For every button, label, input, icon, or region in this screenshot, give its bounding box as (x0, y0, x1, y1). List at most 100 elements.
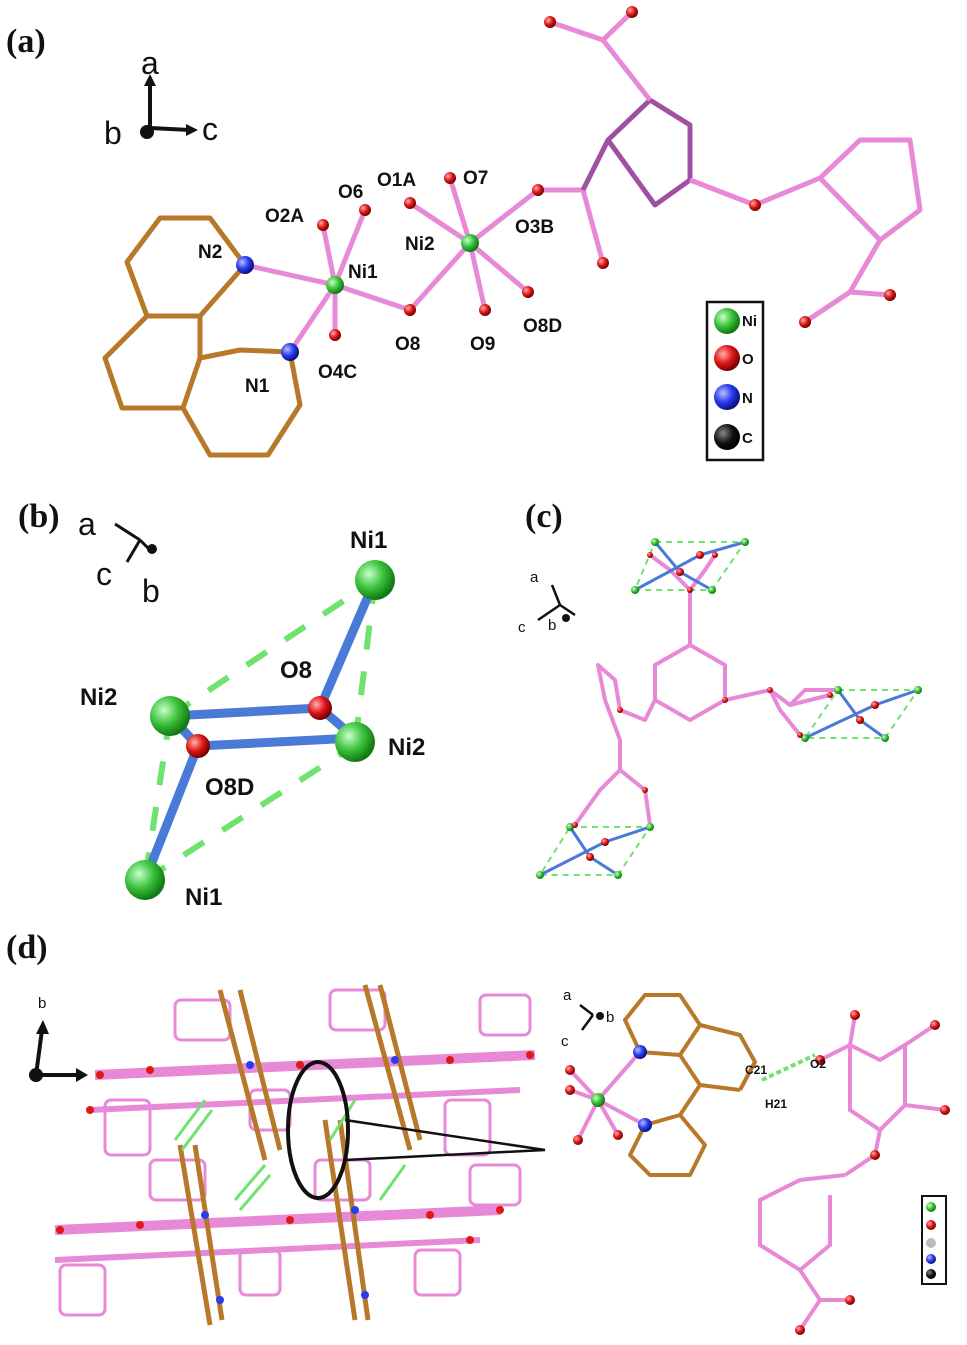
label-o2: O2 (810, 1057, 826, 1071)
b-axis-b-label: b (142, 573, 160, 609)
atom-n-zoom (638, 1118, 652, 1132)
atom-o8d (522, 286, 534, 298)
axis-c-label: c (202, 111, 218, 147)
atom-ni1 (326, 276, 344, 294)
legend-n: N (742, 390, 753, 407)
atom-o-carboxyl (597, 257, 609, 269)
atom-o7 (444, 172, 456, 184)
panel-c-ligand (573, 553, 840, 827)
label-o8d: O8D (205, 774, 254, 801)
atom-ni2-right (335, 722, 375, 762)
panel-b-atom-labels: Ni1 O8 Ni2 Ni2 O8D Ni1 (80, 527, 425, 911)
label-ni2: Ni2 (405, 234, 435, 255)
panel-a-label: (a) (6, 23, 46, 60)
ni2-coordination-bonds (408, 177, 540, 312)
panel-d: (d) b a (6, 929, 950, 1335)
atom-o2a (317, 219, 329, 231)
oxybisbenzoate-ligand (538, 10, 923, 325)
legend-ni: Ni (742, 313, 757, 330)
label-ni2-right: Ni2 (388, 734, 425, 761)
label-o2a: O2A (265, 206, 304, 227)
b-axis-c-label: c (96, 556, 112, 592)
label-o9: O9 (470, 334, 495, 355)
atom-n1 (281, 343, 299, 361)
zoom-fragment: C21 H21 O2 (565, 993, 950, 1335)
zoom-pointer (344, 1118, 546, 1162)
ni1-coordination-bonds (244, 209, 411, 354)
panel-a-atom-labels: N2 N1 Ni1 O2A O6 O1A O7 Ni2 O3B O8 O9 O8… (198, 168, 562, 397)
panel-b: (b) a c b (18, 498, 425, 911)
atom-o2 (815, 1055, 825, 1065)
label-h21: H21 (765, 1097, 787, 1111)
c-h-o-hydrogen-bond (761, 1053, 816, 1082)
ni-ni-dashed-contacts (142, 577, 378, 883)
atom-o-carboxyl (799, 316, 811, 328)
panel-a: (a) a b c (6, 6, 923, 462)
label-c21: C21 (745, 1063, 767, 1077)
label-o4c: O4C (318, 362, 357, 383)
atom-o8d (186, 734, 210, 758)
label-o1a: O1A (377, 170, 416, 191)
label-ni1-bottom: Ni1 (185, 884, 222, 911)
legend-c: C (742, 430, 753, 447)
d-axis-b-label: b (38, 995, 46, 1012)
c-axis-a-label: a (530, 569, 539, 586)
label-o8: O8 (280, 657, 312, 684)
atom-o-ether (749, 199, 761, 211)
c-axis-b-label: b (548, 617, 556, 634)
panel-d-label: (d) (6, 929, 48, 966)
panel-c-cluster-right (797, 686, 922, 742)
label-ni1: Ni1 (348, 262, 378, 283)
atom-o9 (479, 304, 491, 316)
b-axis-a-label: a (78, 506, 96, 542)
label-o8d: O8D (523, 316, 562, 337)
label-n2: N2 (198, 242, 222, 263)
panel-b-label: (b) (18, 498, 60, 535)
legend-o: O (742, 351, 754, 368)
c-axis-c-label: c (518, 619, 526, 636)
phenanthroline-ligand (102, 215, 303, 458)
axis-a-label: a (141, 45, 159, 81)
panel-b-atoms (125, 560, 395, 900)
atom-o3b (532, 184, 544, 196)
atom-o8 (404, 304, 416, 316)
panel-a-legend: Ni O N C (705, 300, 765, 462)
atom-o-carboxyl (544, 16, 556, 28)
label-o7: O7 (463, 168, 488, 189)
panel-c-cluster-bottom (536, 823, 654, 879)
label-n1: N1 (245, 376, 270, 397)
panel-d-legend (921, 1195, 947, 1285)
atom-o8 (308, 696, 332, 720)
atom-o-carboxyl (626, 6, 638, 18)
d2-axis-c-label: c (561, 1033, 569, 1050)
panel-d-axis-triad-left: b a (29, 995, 109, 1082)
panel-c-oxygen-atoms (572, 587, 773, 828)
atom-o6 (359, 204, 371, 216)
atom-ni1-top (355, 560, 395, 600)
label-o6: O6 (338, 182, 363, 203)
highlight-ellipse (286, 1060, 350, 1200)
atom-ni-zoom (591, 1093, 605, 1107)
axis-b-label: b (104, 115, 122, 151)
label-o8: O8 (395, 334, 420, 355)
label-ni2-left: Ni2 (80, 684, 117, 711)
panel-a-axis-triad: a b c (104, 45, 218, 151)
panel-b-axis-triad: a c b (78, 506, 160, 609)
atom-n-zoom (633, 1045, 647, 1059)
d2-axis-a-label: a (563, 987, 572, 1004)
atom-ni2-left (150, 696, 190, 736)
panel-c: (c) a c b (518, 498, 922, 879)
panel-c-axis-triad: a c b (518, 569, 576, 636)
panel-d-axis-triad-right: a b c (561, 987, 614, 1050)
atom-n2 (236, 256, 254, 274)
panel-a-atoms (236, 6, 896, 361)
crystal-packing-network (54, 984, 546, 1326)
atom-ni2 (461, 234, 479, 252)
atom-o1a (404, 197, 416, 209)
atom-o-carboxyl (884, 289, 896, 301)
label-ni1-top: Ni1 (350, 527, 387, 554)
atom-ni1-bottom (125, 860, 165, 900)
d2-axis-b-label: b (606, 1009, 614, 1026)
atom-o4c (329, 329, 341, 341)
